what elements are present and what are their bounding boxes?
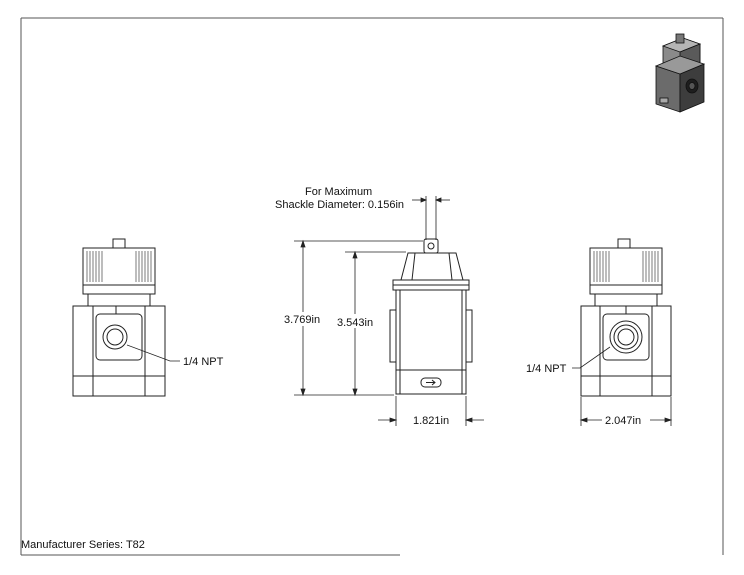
right-port-label: 1/4 NPT: [526, 363, 567, 375]
overall-height-dimension: [294, 239, 423, 397]
overall-height-label: 3.769in: [284, 314, 320, 326]
shackle-dimension: [412, 196, 450, 240]
drawing-frame: [20, 17, 724, 556]
product-thumbnail-3d: [654, 33, 706, 113]
center-view: [389, 238, 473, 395]
body-height-dimension: [345, 250, 406, 397]
left-cap-ribs: [86, 251, 152, 282]
shackle-label-line1: For Maximum: [305, 186, 372, 198]
left-view: [72, 238, 166, 397]
right-port-leader: [572, 346, 611, 369]
shackle-label-line2: Shackle Diameter: 0.156in: [275, 199, 404, 211]
body-height-label: 3.543in: [337, 317, 373, 329]
right-cap-ribs: [593, 251, 659, 282]
side-width-label: 2.047in: [605, 415, 641, 427]
right-view: [580, 238, 672, 397]
side-width-dimension: [579, 397, 673, 426]
left-port-label: 1/4 NPT: [183, 356, 224, 368]
left-port-leader: [126, 344, 180, 362]
manufacturer-series-label: Manufacturer Series: T82: [21, 539, 145, 551]
front-width-label: 1.821in: [413, 415, 449, 427]
front-width-dimension: [378, 396, 484, 426]
